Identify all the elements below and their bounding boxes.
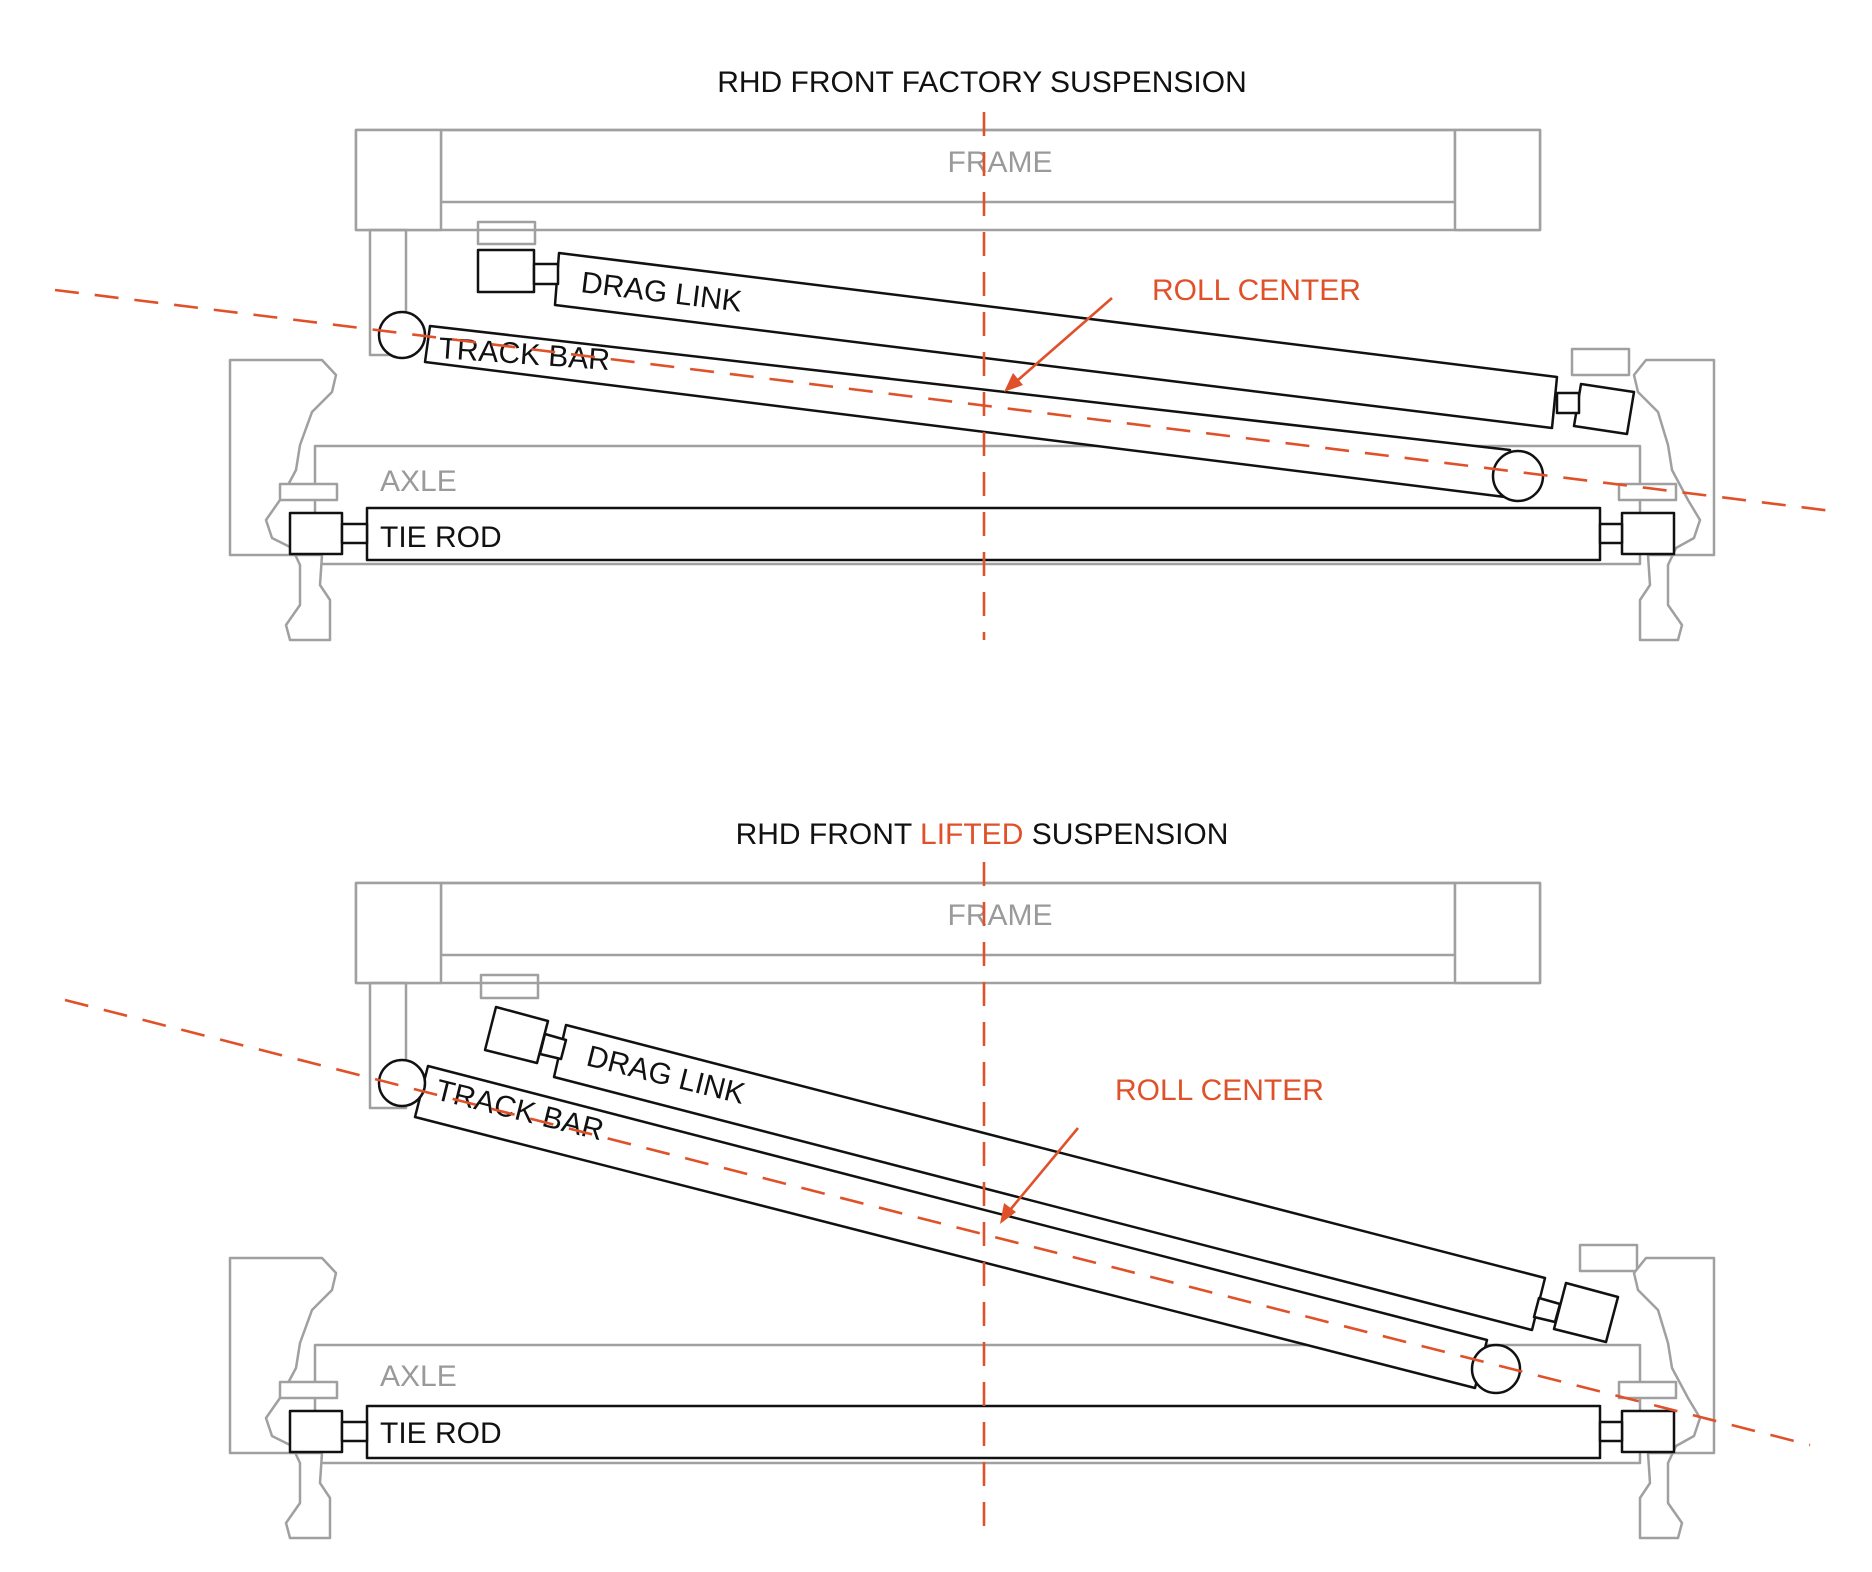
factory-axle (228, 358, 1716, 642)
lifted-tie-rod-label: TIE ROD (380, 1417, 502, 1450)
lifted-drag-link (483, 1005, 1620, 1344)
lifted-roll-center-arrow (1008, 1127, 1080, 1211)
factory-frame-label: FRAME (948, 146, 1053, 179)
lifted-roll-center-label: ROLL CENTER (1115, 1074, 1324, 1107)
lifted-title-after: SUSPENSION (1023, 818, 1228, 851)
lifted-title-highlight: LIFTED (920, 818, 1023, 851)
factory-roll-center-arrow (1017, 297, 1113, 381)
factory-tie-rod-label: TIE ROD (380, 521, 502, 554)
factory-roll-center-arrowhead (1004, 373, 1023, 392)
factory-axle-label: AXLE (380, 465, 457, 498)
lifted-panel: RHD FRONT LIFTED SUSPENSION FRAME AXLE (64, 818, 1811, 1540)
lifted-roll-axis-line (64, 998, 1811, 1447)
factory-title: RHD FRONT FACTORY SUSPENSION (717, 66, 1247, 99)
factory-panel: RHD FRONT FACTORY SUSPENSION FRAME AXLE (54, 66, 1841, 642)
factory-roll-center-label: ROLL CENTER (1152, 274, 1361, 307)
factory-track-bar-label: TRACK BAR (438, 332, 612, 377)
factory-frame (354, 128, 1631, 377)
lifted-axle-label: AXLE (380, 1360, 457, 1393)
lifted-title-before: RHD FRONT (736, 818, 920, 851)
lifted-track-bar (377, 1058, 1522, 1395)
lifted-frame (354, 881, 1639, 1273)
lifted-roll-center-arrowhead (1000, 1203, 1016, 1224)
lifted-title: RHD FRONT LIFTED SUSPENSION (736, 818, 1229, 851)
factory-roll-axis-line (54, 288, 1841, 514)
lifted-frame-label: FRAME (948, 899, 1053, 932)
factory-drag-link (476, 248, 1636, 436)
